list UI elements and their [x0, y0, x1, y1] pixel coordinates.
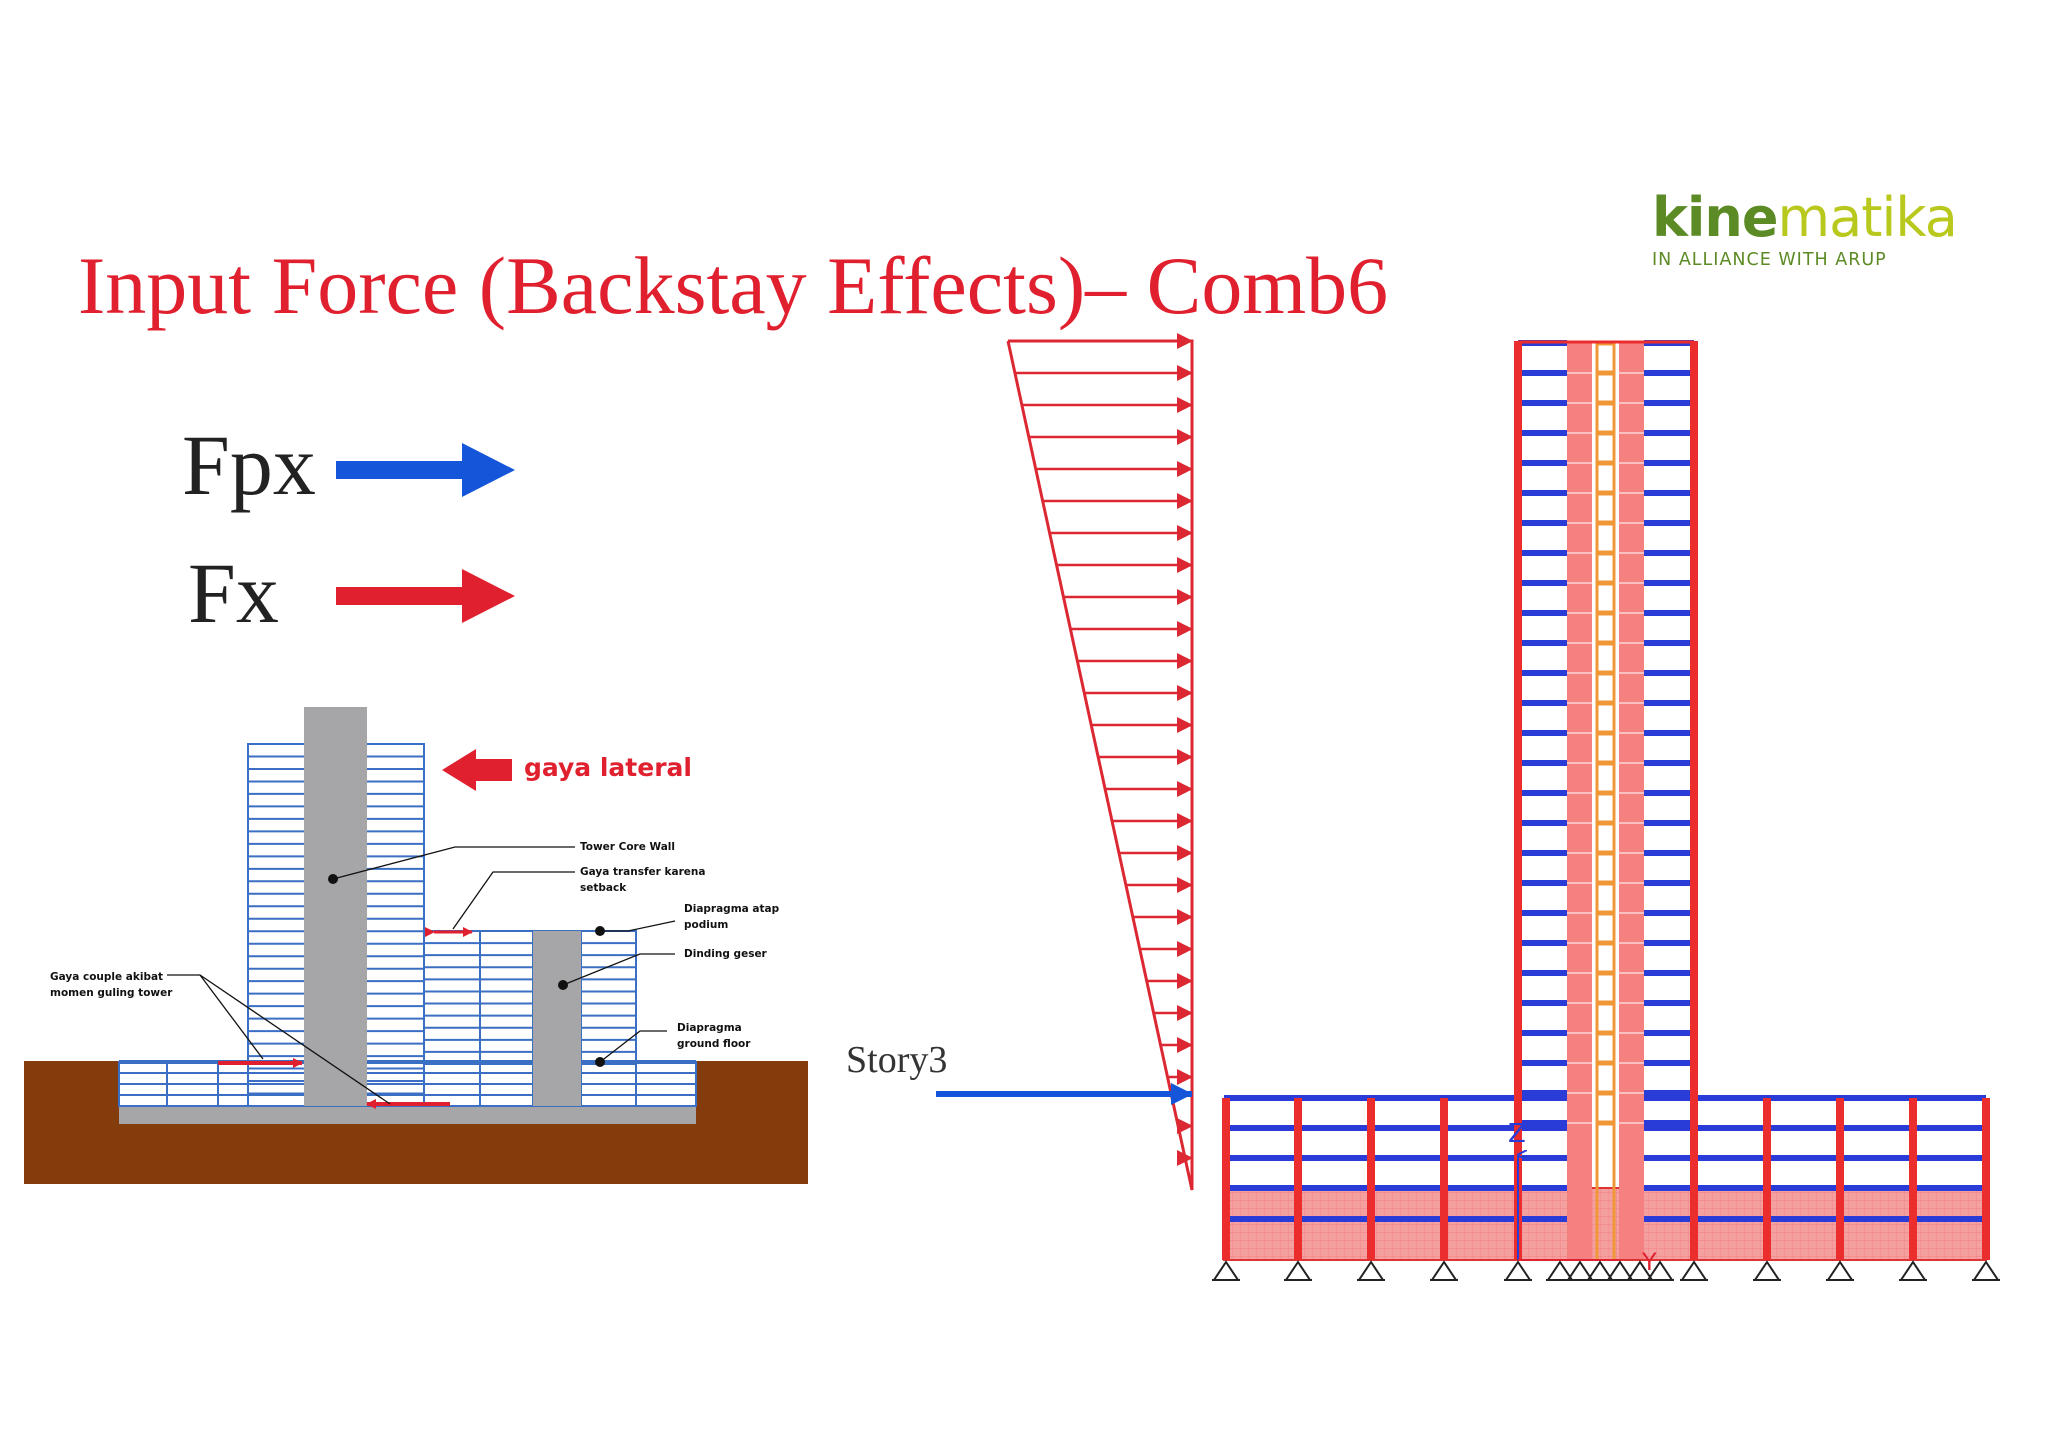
model-columns	[1222, 340, 1990, 1260]
pin-support-icon	[1357, 1260, 1385, 1281]
tower-core-wall	[304, 707, 367, 1106]
podium-frame-outline	[423, 930, 637, 1065]
pin-support-icon	[1972, 1260, 2000, 1281]
legend-fpx-arrow	[336, 443, 515, 497]
pin-support-icon	[1212, 1260, 1240, 1281]
podium-beams	[1224, 1095, 1986, 1222]
load-arrows	[1008, 333, 1193, 1166]
story3-label: Story3	[846, 1039, 948, 1081]
kinematika-logo: kinematika IN ALLIANCE WITH ARUP	[1652, 186, 1958, 271]
core-coupling-beams	[1567, 340, 1644, 1259]
pin-support-icon	[1504, 1260, 1532, 1281]
structural-frame-model: Z Y	[1212, 340, 2000, 1281]
base-supports	[1212, 1260, 2000, 1281]
axis-y-label: Y	[1641, 1248, 1657, 1276]
legend-fx-label: Fx	[188, 545, 279, 641]
pin-support-icon	[1284, 1260, 1312, 1281]
callout-couple-1: Gaya couple akibat	[50, 971, 163, 983]
lateral-force-arrow	[442, 749, 512, 791]
pin-support-icon	[1753, 1260, 1781, 1281]
lateral-load-diagram	[936, 333, 1194, 1191]
callout-tower-core-wall: Tower Core Wall	[580, 841, 675, 853]
tower-beams	[1518, 340, 1694, 1126]
slide-title: Input Force (Backstay Effects)– Comb6	[78, 240, 1389, 331]
callout-transfer-2: setback	[580, 882, 627, 894]
callout-ground-2: ground floor	[677, 1038, 751, 1050]
axis-z-label: Z	[1508, 1119, 1526, 1149]
callout-shear-wall: Dinding geser	[684, 948, 768, 960]
pin-support-icon	[1680, 1260, 1708, 1281]
podium-shear-wall	[533, 931, 581, 1106]
core-wall-left	[1567, 341, 1592, 1259]
legend-fpx-label: Fpx	[182, 417, 316, 513]
pin-support-icon	[1430, 1260, 1458, 1281]
logo-word-light: matika	[1777, 186, 1958, 249]
callout-transfer-1: Gaya transfer karena	[580, 866, 705, 878]
gaya-lateral-label: gaya lateral	[524, 753, 692, 782]
pin-support-icon	[1646, 1260, 1674, 1281]
core-wall-right	[1619, 341, 1644, 1259]
logo-tagline: IN ALLIANCE WITH ARUP	[1652, 250, 1887, 270]
basement-slab	[119, 1106, 696, 1124]
callout-couple-2: momen guling tower	[50, 987, 173, 999]
basement-wall-panel	[1223, 1187, 1987, 1261]
callout-podium-1: Diapragma atap	[684, 903, 780, 915]
legend-fx-arrow	[336, 569, 515, 623]
pin-support-icon	[1899, 1260, 1927, 1281]
callout-dots	[328, 874, 605, 1067]
pin-support-icon	[1826, 1260, 1854, 1281]
global-axes: Z Y	[1508, 1119, 1657, 1276]
logo-word-bold: kine	[1652, 186, 1778, 249]
callout-podium-2: podium	[684, 919, 728, 931]
soil-ground	[24, 1061, 808, 1184]
callout-ground-1: Diapragma	[677, 1022, 742, 1034]
callout-leaders	[167, 846, 676, 1105]
backstay-schematic: gaya lateral	[24, 707, 808, 1184]
logo-wordmark: kinematika	[1652, 186, 1958, 249]
podium-frame	[423, 930, 637, 1065]
